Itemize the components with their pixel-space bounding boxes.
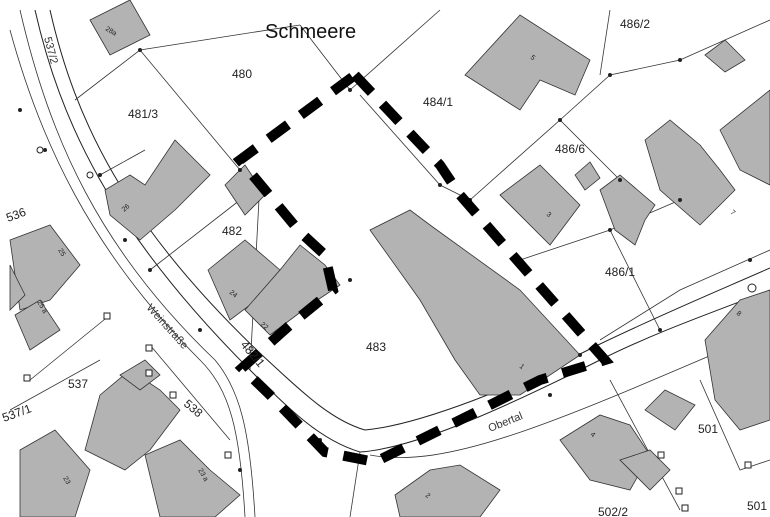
parcel-label: 482 — [222, 224, 242, 238]
roads — [9, 9, 770, 517]
parcel-label: 481/3 — [128, 107, 158, 121]
parcel-label: 536 — [4, 205, 28, 225]
house-number: 4 — [589, 431, 597, 439]
street-label-obertal: Obertal — [487, 410, 525, 435]
survey-points — [18, 48, 757, 512]
parcel-label: 501 — [698, 422, 718, 436]
parcel-label: 480 — [232, 67, 252, 81]
house-number: 23 — [61, 476, 71, 486]
house-number: 26 — [121, 203, 132, 213]
house-number: 24 — [228, 289, 239, 299]
parcel-label: 502/2 — [598, 505, 628, 517]
parcel-label: 486/6 — [555, 142, 585, 156]
street-label-537-2: 537/2 — [41, 36, 60, 66]
parcel-label: 486/1 — [605, 265, 635, 279]
house-number: 25 — [56, 248, 66, 258]
project-boundary[interactable] — [232, 68, 614, 468]
buildings — [9, 0, 770, 517]
parcel-label: 483 — [366, 340, 386, 354]
parcel-label: 537 — [68, 377, 88, 391]
house-number: 3 — [545, 211, 553, 219]
parcel-label: 484/1 — [423, 95, 453, 109]
house-number: 7 — [729, 209, 737, 217]
house-number: 2 — [424, 492, 432, 500]
house-number: 28a — [104, 26, 118, 38]
house-number: 22 — [259, 321, 270, 331]
parcel-label: 486/2 — [620, 17, 650, 31]
house-number: 8 — [735, 310, 743, 318]
house-number: 1 — [518, 363, 526, 371]
house-number: 5 — [529, 54, 537, 62]
parcel-label: 537/1 — [0, 401, 33, 425]
parcel-label: 501 — [747, 499, 767, 513]
parcel-label: 538 — [181, 397, 206, 421]
place-name: Schmeere — [265, 21, 356, 43]
